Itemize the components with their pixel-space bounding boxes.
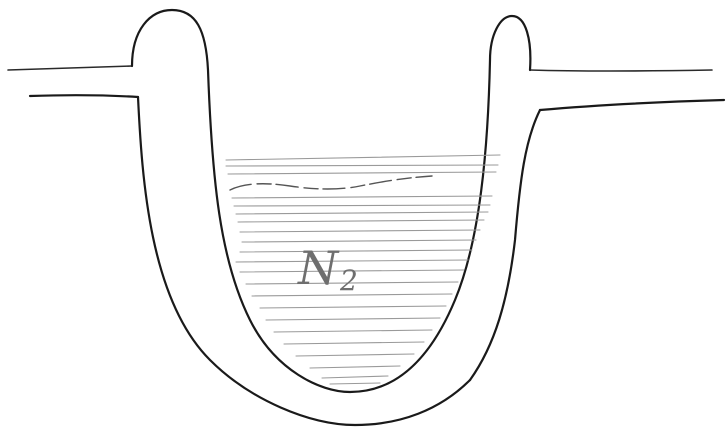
right-ground-bottom-line <box>540 100 724 110</box>
left-ground-top-line <box>8 66 132 70</box>
outer-vessel-wall <box>132 10 530 392</box>
left-ground-bottom-line <box>30 95 138 97</box>
right-ground-top-line <box>530 70 712 71</box>
liquid-surface-line <box>230 176 432 190</box>
n2-label-main: N <box>297 241 340 295</box>
n2-label-subscript: 2 <box>339 264 358 297</box>
outer-right-shell <box>470 110 540 380</box>
liquid-nitrogen-fill <box>226 155 500 384</box>
